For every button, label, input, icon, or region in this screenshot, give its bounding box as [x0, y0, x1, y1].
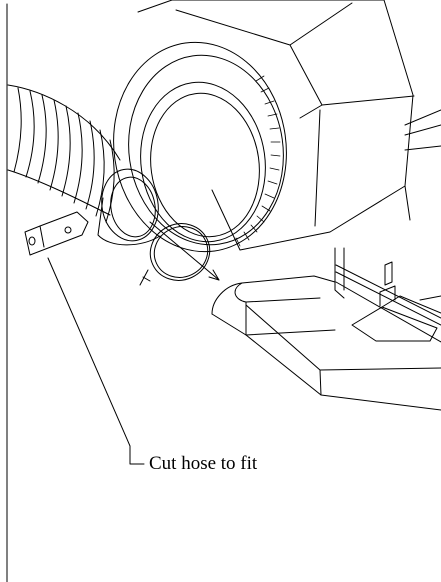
callout-cut-hose-to-fit: Cut hose to fit [149, 453, 258, 474]
callout-leader [47, 257, 145, 465]
dust-hood [113, 41, 287, 253]
hose-clamp [139, 223, 211, 286]
flexible-hose [7, 84, 121, 223]
hose-fitting-bracket [24, 211, 89, 256]
blower-housing [137, 0, 415, 251]
assembly-arrow [149, 221, 220, 281]
discharge-chute [211, 275, 441, 411]
hose-cuff [97, 168, 161, 246]
machine-frame [334, 109, 441, 343]
